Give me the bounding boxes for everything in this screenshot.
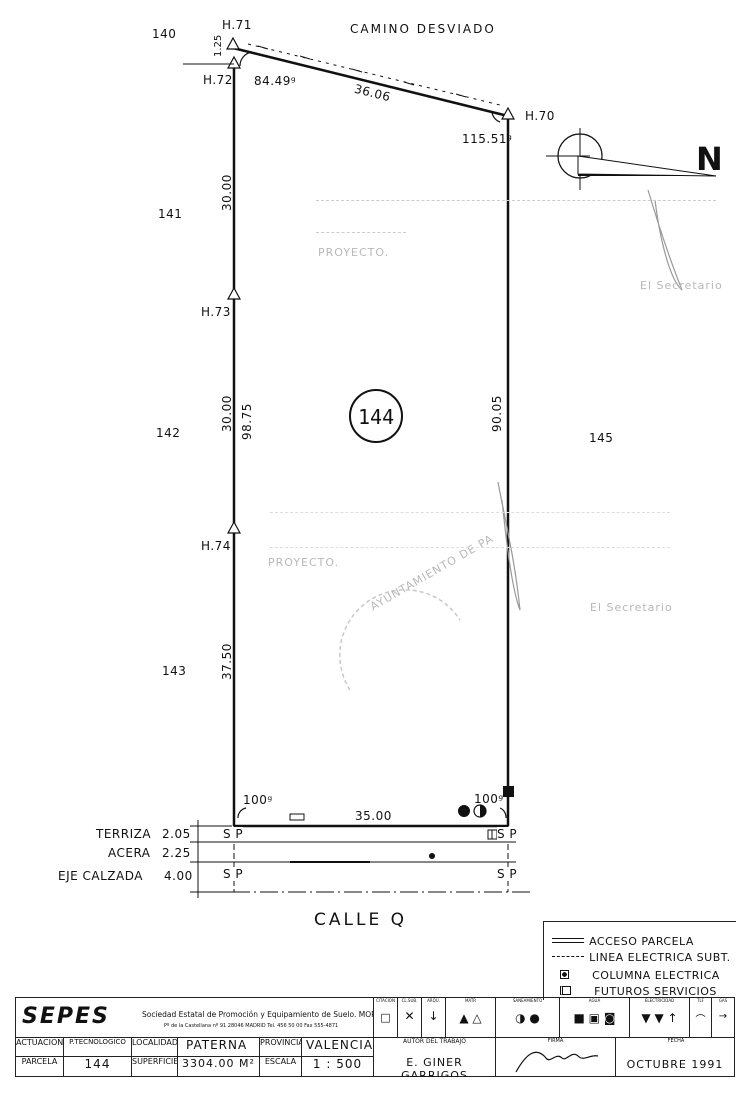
org-name: Sociedad Estatal de Promoción y Equipami… bbox=[142, 1010, 374, 1019]
parcela-value: 144 bbox=[64, 1057, 132, 1077]
angle-sw: 100ᵍ bbox=[243, 793, 273, 807]
provincia-value: VALENCIA bbox=[302, 1038, 374, 1057]
acceso-parcela-icon bbox=[552, 938, 584, 943]
hdr-arqu: ARQU. bbox=[427, 998, 440, 1003]
street-section bbox=[190, 820, 533, 898]
legend-item: LINEA ELECTRICA SUBT. bbox=[552, 946, 731, 965]
dim-west-total: 98.75 bbox=[240, 403, 254, 440]
sp-label-4: S P bbox=[497, 867, 518, 881]
landmark-h74: H.74 bbox=[201, 539, 231, 553]
road-label-top: CAMINO DESVIADO bbox=[350, 22, 496, 36]
faint-proyecto-top: PROYECTO. bbox=[318, 246, 390, 259]
fecha-value: OCTUBRE 1991 bbox=[626, 1058, 724, 1071]
hdr-clsub: CL.SUB. bbox=[401, 998, 418, 1003]
north-arrow-icon bbox=[546, 128, 717, 190]
north-edge-arrows bbox=[247, 43, 501, 106]
parcel-label-145: 145 bbox=[589, 431, 614, 445]
faint-secretario-top: El Secretario bbox=[640, 279, 723, 292]
hdr-matr: MATR bbox=[464, 998, 477, 1003]
columna-marker bbox=[458, 805, 470, 817]
fecha-label: FECHA bbox=[667, 1038, 685, 1044]
acera-value: 2.25 bbox=[162, 846, 191, 860]
sp-label-2: S P bbox=[497, 827, 518, 841]
angle-nw: 84.49ᵍ bbox=[254, 74, 297, 88]
terriza-value: 2.05 bbox=[162, 827, 191, 841]
hdr-saneamiento: SANEAMIENTO bbox=[512, 998, 543, 1003]
faint-proyecto-bottom: PROYECTO. bbox=[268, 556, 340, 569]
dim-west-mid: 30.00 bbox=[220, 395, 234, 432]
provincia-label: PROVINCIA bbox=[260, 1038, 302, 1057]
terriza-label: TERRIZA bbox=[96, 827, 152, 841]
actuacion-value: P.TECNOLOGICO bbox=[64, 1038, 132, 1057]
hdr-gas: GAS bbox=[718, 998, 728, 1003]
escala-label: ESCALA bbox=[260, 1057, 302, 1077]
dim-west-top: 30.00 bbox=[220, 174, 234, 211]
acera-label: ACERA bbox=[108, 846, 151, 860]
parcel-number-circle bbox=[349, 389, 403, 443]
superficie-value: 3304.00 M² bbox=[178, 1057, 260, 1077]
localidad-value: PATERNA bbox=[178, 1038, 260, 1057]
actuacion-label: ACTUACION bbox=[16, 1038, 64, 1057]
hdr-citacion: CITACION bbox=[376, 998, 395, 1003]
sp-label-1: S P bbox=[223, 827, 244, 841]
hdr-electricidad: ELECTRICIDAD bbox=[644, 998, 675, 1003]
columna-electrica-icon bbox=[560, 970, 569, 979]
faint-secretario-bottom: El Secretario bbox=[590, 601, 673, 614]
street-label: CALLE Q bbox=[314, 910, 407, 930]
parcel-outline bbox=[232, 46, 510, 828]
org-address: Pº de la Castellana nº 91 28046 MADRID T… bbox=[164, 1023, 339, 1029]
north-label: N bbox=[696, 140, 723, 178]
eje-calzada-value: 4.00 bbox=[164, 869, 193, 883]
dim-small-offset: 1.25 bbox=[213, 34, 224, 57]
parcel-label-140: 140 bbox=[152, 27, 177, 41]
signature bbox=[515, 1051, 599, 1073]
legend-item: COLUMNA ELECTRICA bbox=[560, 964, 720, 983]
angle-se: 100ᵍ bbox=[474, 792, 504, 806]
parcel-number: 144 bbox=[358, 405, 395, 429]
sepes-logo: SEPES bbox=[22, 1004, 110, 1029]
superficie-label: SUPERFICIE bbox=[132, 1057, 178, 1077]
legend-box: ACCESO PARCELA LINEA ELECTRICA SUBT. COL… bbox=[543, 921, 736, 1000]
parcela-label: PARCELA bbox=[16, 1057, 64, 1077]
autor-label: AUTOR DEL TRABAJO bbox=[374, 1038, 496, 1052]
dim-south-side: 35.00 bbox=[355, 809, 392, 823]
firma-label: FIRMA bbox=[547, 1038, 564, 1044]
dim-west-bottom: 37.50 bbox=[220, 643, 234, 680]
dim-east-side: 90.05 bbox=[490, 395, 504, 432]
sp-label-3: S P bbox=[223, 867, 244, 881]
landmark-h71: H.71 bbox=[222, 18, 252, 32]
landmark-h70: H.70 bbox=[525, 109, 555, 123]
legend-item: ACCESO PARCELA bbox=[552, 930, 694, 949]
futuros-servicios-icon bbox=[560, 986, 571, 995]
parcel-label-142: 142 bbox=[156, 426, 181, 440]
linea-electrica-icon bbox=[552, 956, 584, 957]
angle-arcs bbox=[237, 51, 507, 819]
escala-value: 1 : 500 bbox=[302, 1057, 374, 1077]
landmark-triangles bbox=[225, 36, 516, 534]
hdr-agua: AGUA bbox=[588, 998, 601, 1003]
title-block: SEPES Sociedad Estatal de Promoción y Eq… bbox=[15, 997, 735, 1077]
legend-item: FUTUROS SERVICIOS bbox=[560, 980, 717, 999]
parcel-label-143: 143 bbox=[162, 664, 187, 678]
landmark-h73: H.73 bbox=[201, 305, 231, 319]
autor-value: E. GINER GARRIGOS bbox=[374, 1052, 496, 1077]
landmark-h72: H.72 bbox=[203, 73, 233, 87]
angle-ne: 115.51ᵍ bbox=[462, 132, 513, 146]
eje-calzada-label: EJE CALZADA bbox=[58, 869, 143, 883]
localidad-label: LOCALIDAD bbox=[132, 1038, 178, 1057]
hdr-tlf: TLF bbox=[697, 998, 704, 1003]
parcel-label-141: 141 bbox=[158, 207, 183, 221]
